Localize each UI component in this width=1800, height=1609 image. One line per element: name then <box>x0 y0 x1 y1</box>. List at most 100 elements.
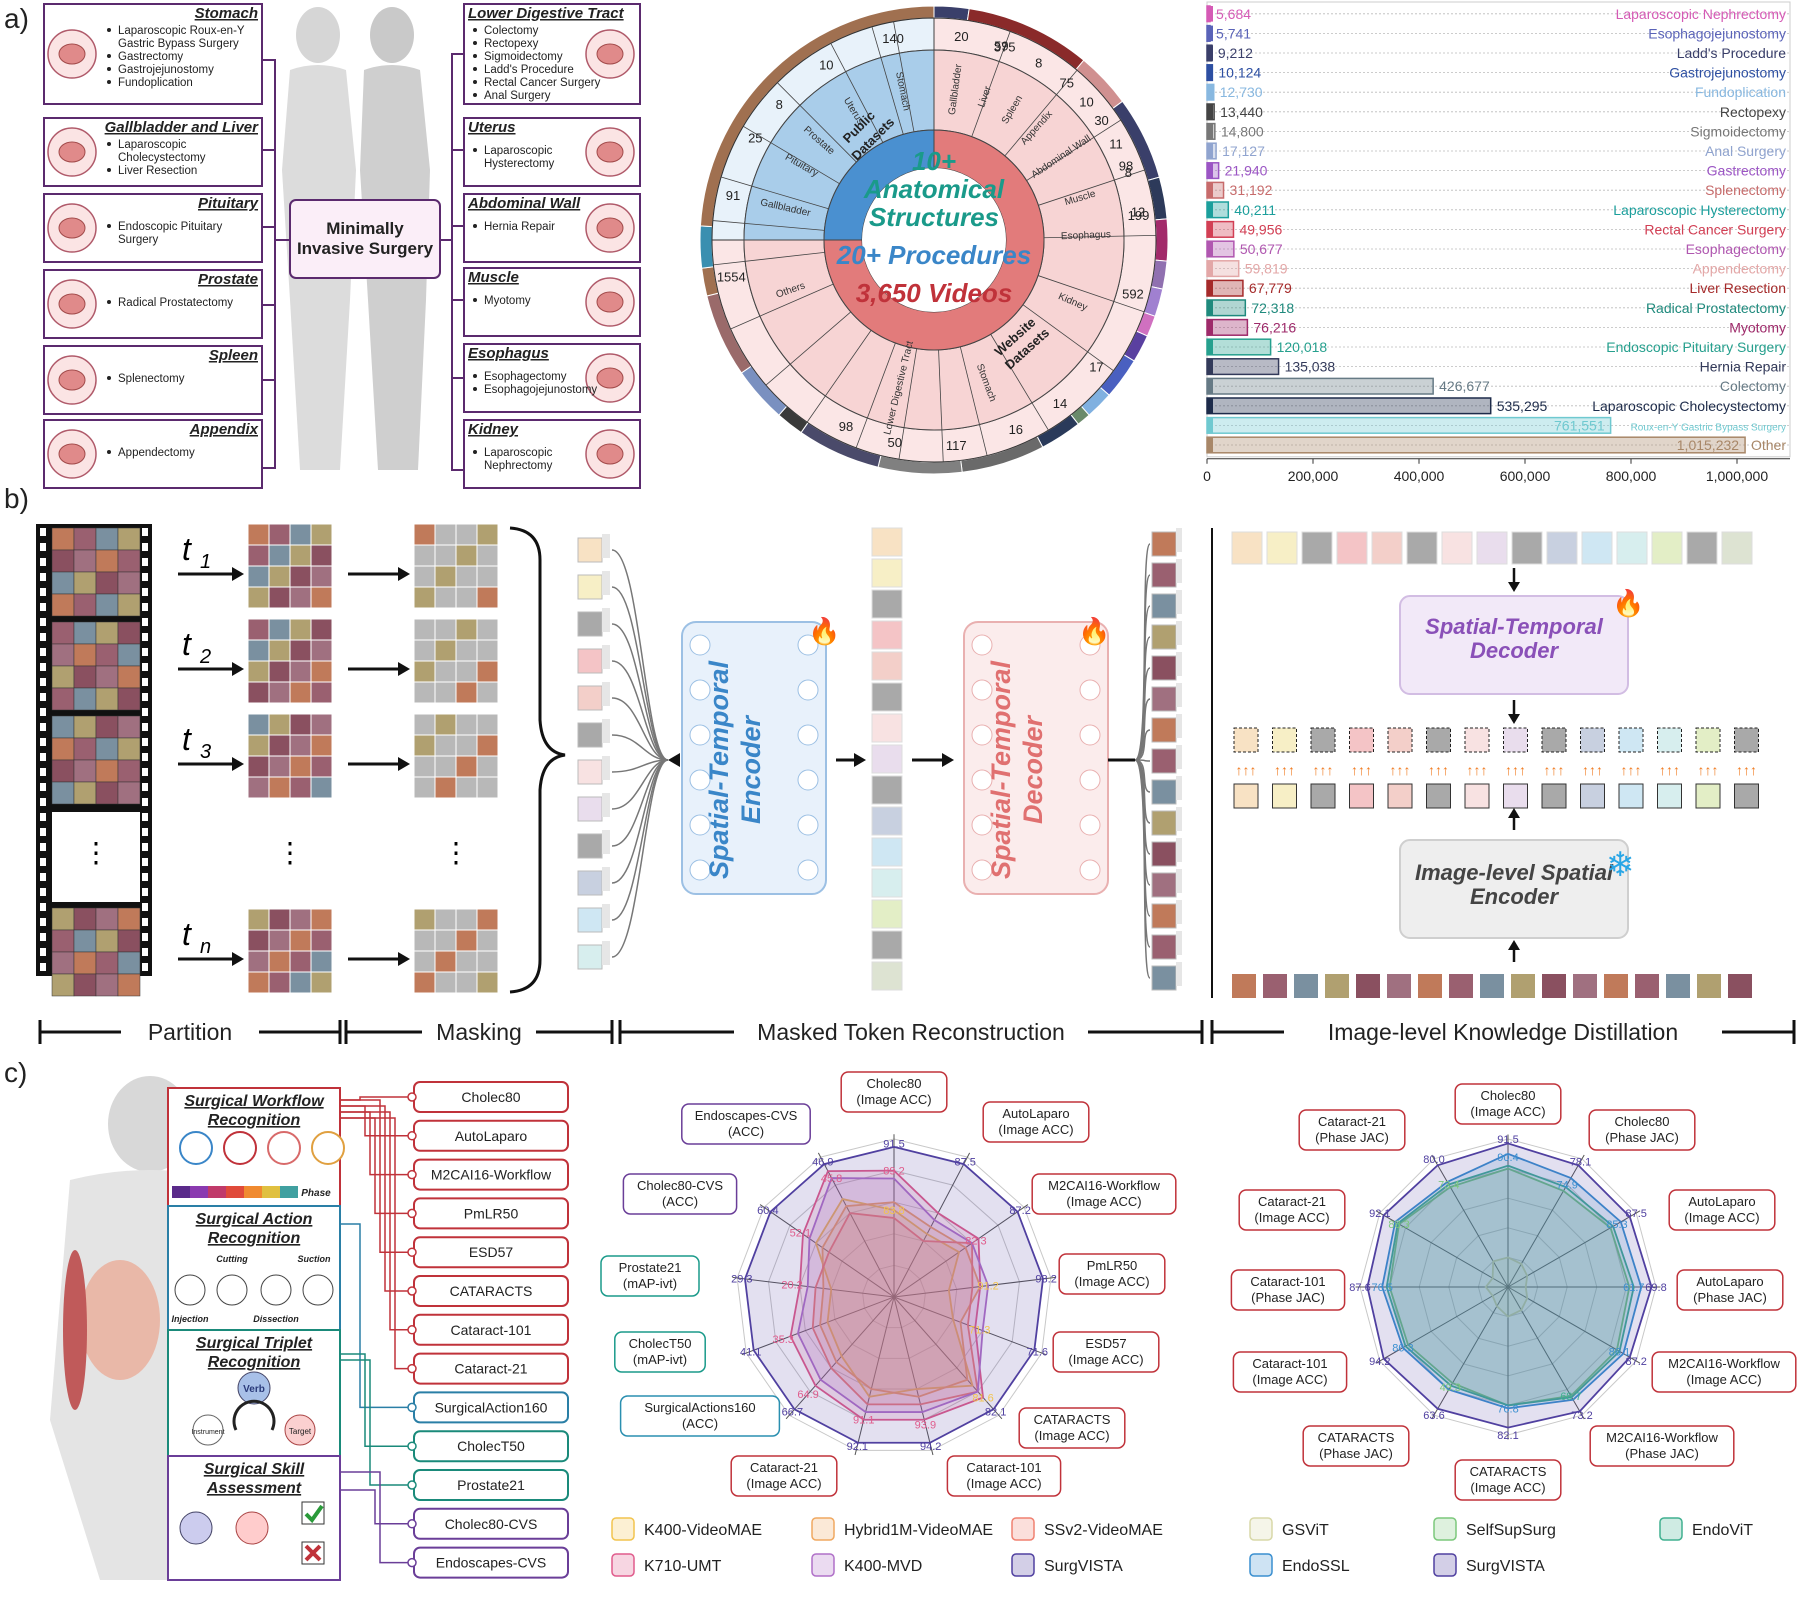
radar-value-label: 86.1 <box>1609 1346 1630 1358</box>
radar-axis-box <box>1454 1459 1562 1501</box>
colon-icon-shape <box>596 43 624 65</box>
partition-patch <box>268 618 291 641</box>
dataset-count: 592 <box>1122 286 1144 301</box>
partition-patch <box>289 523 312 546</box>
uterus-icon-shape <box>596 141 624 163</box>
radar-axis-label: CholecT50 <box>629 1336 692 1351</box>
organ-procedure: Cholecystectomy <box>118 152 206 164</box>
phase-segment <box>280 1186 298 1198</box>
film-hole <box>142 843 148 851</box>
bar-category-label: Other <box>1751 437 1786 453</box>
film-hole <box>142 543 148 551</box>
organ-icon <box>235 1511 269 1545</box>
legend-swatch <box>1433 1517 1457 1541</box>
partition-patch <box>289 660 312 683</box>
neuron <box>971 634 993 656</box>
stage-label: Masked Token Reconstruction <box>757 1019 1065 1045</box>
film-hole <box>40 918 46 926</box>
radar-value-label: 66.7 <box>782 1407 803 1419</box>
token-connector <box>611 759 669 921</box>
partition-patch <box>247 544 270 567</box>
film-hole <box>142 963 148 971</box>
radar-series-gsvit <box>1484 1256 1529 1318</box>
partition-patch <box>289 586 312 609</box>
radar-axis-box <box>982 1101 1090 1143</box>
dataset-count: 8 <box>1125 165 1132 180</box>
partition-patch <box>310 639 333 662</box>
stage-label: Partition <box>148 1019 232 1045</box>
partition-patch <box>289 544 312 567</box>
arrow-head <box>398 567 410 581</box>
flame-icon: 🔥 <box>808 616 840 646</box>
radar-spoke <box>854 1296 895 1456</box>
reconstructed-token <box>1151 841 1177 867</box>
segment-divider <box>730 283 834 330</box>
radar-spoke <box>1507 1210 1641 1288</box>
partition-patch <box>247 776 270 799</box>
radar-axis-label: Cataract-101 <box>1250 1274 1325 1289</box>
reconstructed-token <box>1151 903 1177 929</box>
phase-segment <box>244 1186 262 1198</box>
bullet <box>107 80 111 84</box>
bar-value-label: 17,127 <box>1222 143 1265 159</box>
masked-patch <box>476 565 499 588</box>
visible-token <box>577 722 603 748</box>
kidney-icon-shape <box>596 443 624 465</box>
masked-patch <box>455 755 478 778</box>
target-feature <box>1464 783 1490 809</box>
input-image-patch <box>1356 974 1380 998</box>
partition-patch <box>247 755 270 778</box>
organ-title: Gallbladder and Liver <box>105 119 260 136</box>
dataset-connector <box>340 1359 408 1486</box>
radar-axis-metric: (ACC) <box>728 1124 764 1139</box>
partition-patch <box>268 908 291 931</box>
token-depth <box>602 793 610 817</box>
organ-procedure: Ladd's Procedure <box>484 64 574 76</box>
bar-cap <box>1207 339 1213 355</box>
bar-value-label: 761,551 <box>1554 417 1605 433</box>
instrument-icon <box>192 1414 224 1446</box>
dataset-name: Cholec80 <box>461 1089 520 1105</box>
masked-patch <box>476 618 499 641</box>
masked-patch <box>413 565 436 588</box>
film-hole <box>142 933 148 941</box>
video-frame-patch <box>51 737 75 761</box>
radar-series-k710-umt <box>789 1169 985 1421</box>
distill-token <box>1476 531 1508 565</box>
token-connector <box>611 759 669 847</box>
masked-patch <box>476 950 499 973</box>
connector-dot <box>407 1092 417 1102</box>
radar-value-label: 90.4 <box>1497 1152 1518 1164</box>
masked-patch <box>413 776 436 799</box>
radar-value-label: 29.3 <box>731 1274 752 1286</box>
radar-spoke <box>817 1152 895 1298</box>
film-hole <box>142 798 148 806</box>
partition-patch <box>310 523 333 546</box>
dataset-name: Endoscapes-CVS <box>436 1555 547 1571</box>
latent-token <box>871 837 903 867</box>
dataset-count: 59 <box>994 38 1008 53</box>
partition-patch <box>268 713 291 736</box>
radar-value-label: 71.6 <box>1027 1346 1048 1358</box>
reconstructed-token <box>1151 934 1177 960</box>
radar-value-label: 35.3 <box>772 1334 793 1346</box>
partition-patch <box>310 908 333 931</box>
bullet <box>473 28 477 32</box>
legend-swatch <box>611 1517 635 1541</box>
organ-procedure: Myotomy <box>484 295 531 307</box>
radar-axis-metric: (Phase JAC) <box>1319 1446 1393 1461</box>
radar-value-label: 41.1 <box>740 1346 761 1358</box>
predicted-feature <box>1657 727 1682 753</box>
radar-axis-box <box>1052 1331 1160 1373</box>
masked-patch <box>455 639 478 662</box>
neuron <box>971 769 993 791</box>
inner-website-datasets <box>823 129 1045 351</box>
bar-category-label: Ladd's Procedure <box>1677 45 1787 61</box>
neuron <box>1079 769 1101 791</box>
radar-axis-metric: (Image ACC) <box>746 1476 821 1491</box>
token-depth <box>1176 900 1182 924</box>
radar-axis-label: AutoLaparo <box>1688 1194 1755 1209</box>
